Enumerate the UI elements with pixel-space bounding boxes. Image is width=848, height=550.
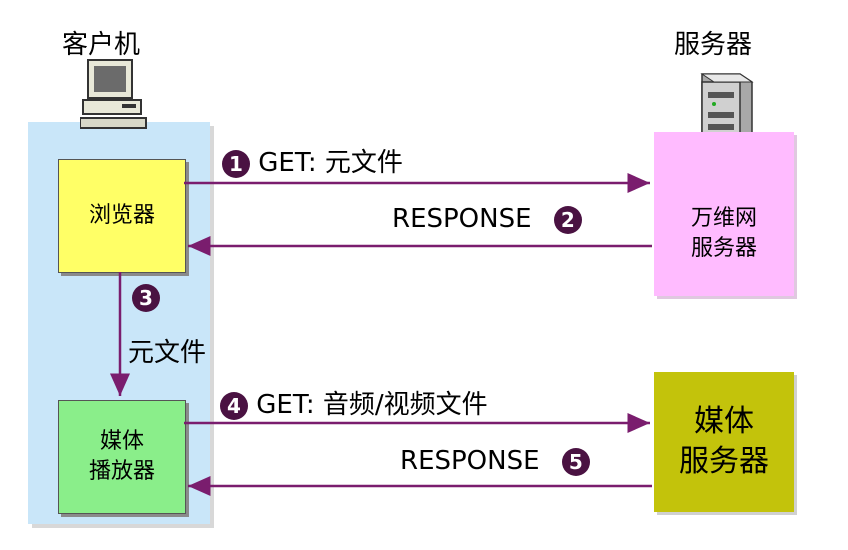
step-1-label: GET: 元文件 <box>258 148 403 178</box>
media-server-label-2: 服务器 <box>679 444 769 479</box>
step-2-label: RESPONSE <box>392 204 532 234</box>
step-3-label: 元文件 <box>128 338 207 368</box>
media-server-box: 媒体 服务器 <box>654 372 794 512</box>
step-2-badge: 2 <box>553 205 582 234</box>
step-3-badge-wrap: 3 <box>132 284 160 312</box>
step-3-badge: 3 <box>132 284 160 312</box>
media-server-label-1: 媒体 <box>694 403 754 439</box>
step-5-label-group: RESPONSE 5 <box>400 446 590 476</box>
browser-box: 浏览器 <box>58 159 186 273</box>
web-server-box: 万维网 服务器 <box>654 132 794 296</box>
step-2-label-group: RESPONSE 2 <box>392 204 582 234</box>
web-server-label-2: 服务器 <box>690 236 757 261</box>
step-4-badge: 4 <box>220 391 248 420</box>
step-5-label: RESPONSE <box>400 446 540 476</box>
computer-icon <box>80 59 147 129</box>
media-player-label-2: 播放器 <box>88 459 155 484</box>
web-server-label-1: 万维网 <box>690 206 757 232</box>
step-1-label-group: 1 GET: 元文件 <box>222 142 403 179</box>
media-player-box: 媒体 播放器 <box>58 400 186 514</box>
step-4-label: GET: 音频/视频文件 <box>256 390 488 420</box>
media-player-label-1: 媒体 <box>99 429 144 455</box>
step-1-badge: 1 <box>222 149 250 178</box>
browser-label: 浏览器 <box>88 203 155 229</box>
step-4-label-group: 4 GET: 音频/视频文件 <box>220 384 488 421</box>
step-5-badge: 5 <box>561 447 590 476</box>
client-title: 客户机 <box>62 30 141 60</box>
server-title: 服务器 <box>674 30 753 60</box>
